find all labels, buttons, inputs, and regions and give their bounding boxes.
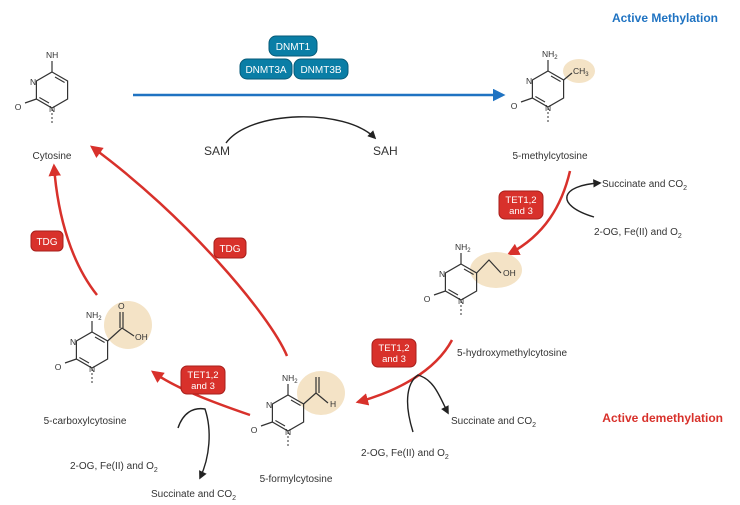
sah-label: SAH — [373, 144, 398, 158]
tet-badge-3: TET1,2 and 3 — [180, 365, 226, 395]
svg-text:TET1,2: TET1,2 — [505, 195, 536, 206]
svg-text:NH2: NH2 — [542, 49, 558, 61]
active-demethylation-heading: Active demethylation — [602, 411, 723, 425]
svg-text:OH: OH — [135, 332, 148, 342]
svg-text:NH2: NH2 — [455, 242, 471, 254]
svg-text:NH: NH — [46, 50, 58, 60]
cofactor-curve-tet-3 — [177, 407, 210, 480]
svg-text:TET1,2: TET1,2 — [378, 343, 409, 354]
svg-text:NH2: NH2 — [86, 310, 102, 322]
svg-text:OH: OH — [503, 268, 516, 278]
svg-text:H: H — [330, 399, 336, 409]
cytosine-label: Cytosine — [33, 151, 72, 162]
cofactor-label-2og-1: 2-OG, Fe(II) and O2 — [594, 227, 682, 240]
formylcytosine-molecule: H NH2 N N O — [251, 371, 345, 449]
svg-text:and 3: and 3 — [191, 381, 215, 392]
svg-text:N: N — [49, 104, 55, 114]
formylcytosine-label: 5-formylcytosine — [260, 474, 333, 485]
dnmt3b-label: DNMT3B — [300, 65, 341, 76]
tet-badge-2: TET1,2 and 3 — [371, 338, 417, 368]
dnmt1-label: DNMT1 — [276, 42, 311, 53]
methylcytosine-label: 5-methylcytosine — [512, 151, 587, 162]
cofactor-label-succinate-2: Succinate and CO2 — [451, 416, 536, 429]
svg-text:TDG: TDG — [36, 237, 57, 248]
svg-text:O: O — [424, 294, 431, 304]
cofactor-curve-tet-2 — [406, 374, 449, 433]
svg-text:N: N — [266, 400, 272, 410]
svg-text:TDG: TDG — [219, 244, 240, 255]
arrow-5mc-to-5hmc — [506, 170, 572, 256]
arrow-5fc-to-5cac — [150, 370, 251, 417]
sam-label: SAM — [204, 144, 230, 158]
svg-text:O: O — [55, 362, 62, 372]
dnmt-enzyme-cluster: DNMT1 DNMT3A DNMT3B — [239, 35, 349, 80]
sam-sah-curve — [225, 116, 377, 144]
svg-text:TET1,2: TET1,2 — [187, 370, 218, 381]
carboxylcytosine-label: 5-carboxylcytosine — [44, 416, 127, 427]
cofactor-label-2og-2: 2-OG, Fe(II) and O2 — [361, 448, 449, 461]
svg-text:O: O — [251, 425, 258, 435]
hydroxymethylcytosine-molecule: OH NH2 N N O — [424, 242, 522, 318]
cytosine-molecule: NH N N O — [15, 50, 69, 126]
svg-text:O: O — [118, 301, 125, 311]
svg-text:and 3: and 3 — [509, 206, 533, 217]
svg-text:O: O — [15, 102, 22, 112]
tet-badge-1: TET1,2 and 3 — [498, 190, 544, 220]
dnmt3a-label: DNMT3A — [245, 65, 286, 76]
cofactor-curve-tet-1 — [566, 179, 602, 218]
methylcytosine-molecule: CH3 NH2 N N O — [511, 49, 595, 125]
svg-text:N: N — [30, 77, 36, 87]
svg-text:N: N — [285, 427, 291, 437]
svg-text:N: N — [545, 103, 551, 113]
svg-text:N: N — [70, 337, 76, 347]
arrow-5hmc-to-5fc — [355, 339, 454, 406]
svg-text:N: N — [89, 364, 95, 374]
arrow-5fc-to-cytosine — [89, 145, 289, 357]
carboxylcytosine-molecule: O OH NH2 N N O — [55, 301, 152, 386]
svg-text:CH3: CH3 — [573, 66, 589, 78]
tdg-badge-2: TDG — [213, 237, 247, 259]
svg-text:N: N — [458, 296, 464, 306]
cofactor-label-succinate-3: Succinate and CO2 — [151, 489, 236, 502]
cofactor-label-2og-3: 2-OG, Fe(II) and O2 — [70, 461, 158, 474]
arrow-5cac-to-cytosine — [48, 163, 98, 296]
svg-text:N: N — [526, 76, 532, 86]
svg-text:and 3: and 3 — [382, 354, 406, 365]
svg-text:NH2: NH2 — [282, 373, 298, 385]
active-methylation-heading: Active Methylation — [612, 11, 718, 25]
tdg-badge-1: TDG — [30, 230, 64, 252]
hydroxymethylcytosine-label: 5-hydroxymethylcytosine — [457, 348, 567, 359]
svg-text:N: N — [439, 269, 445, 279]
cofactor-label-succinate-1: Succinate and CO2 — [602, 179, 687, 192]
svg-text:O: O — [511, 101, 518, 111]
